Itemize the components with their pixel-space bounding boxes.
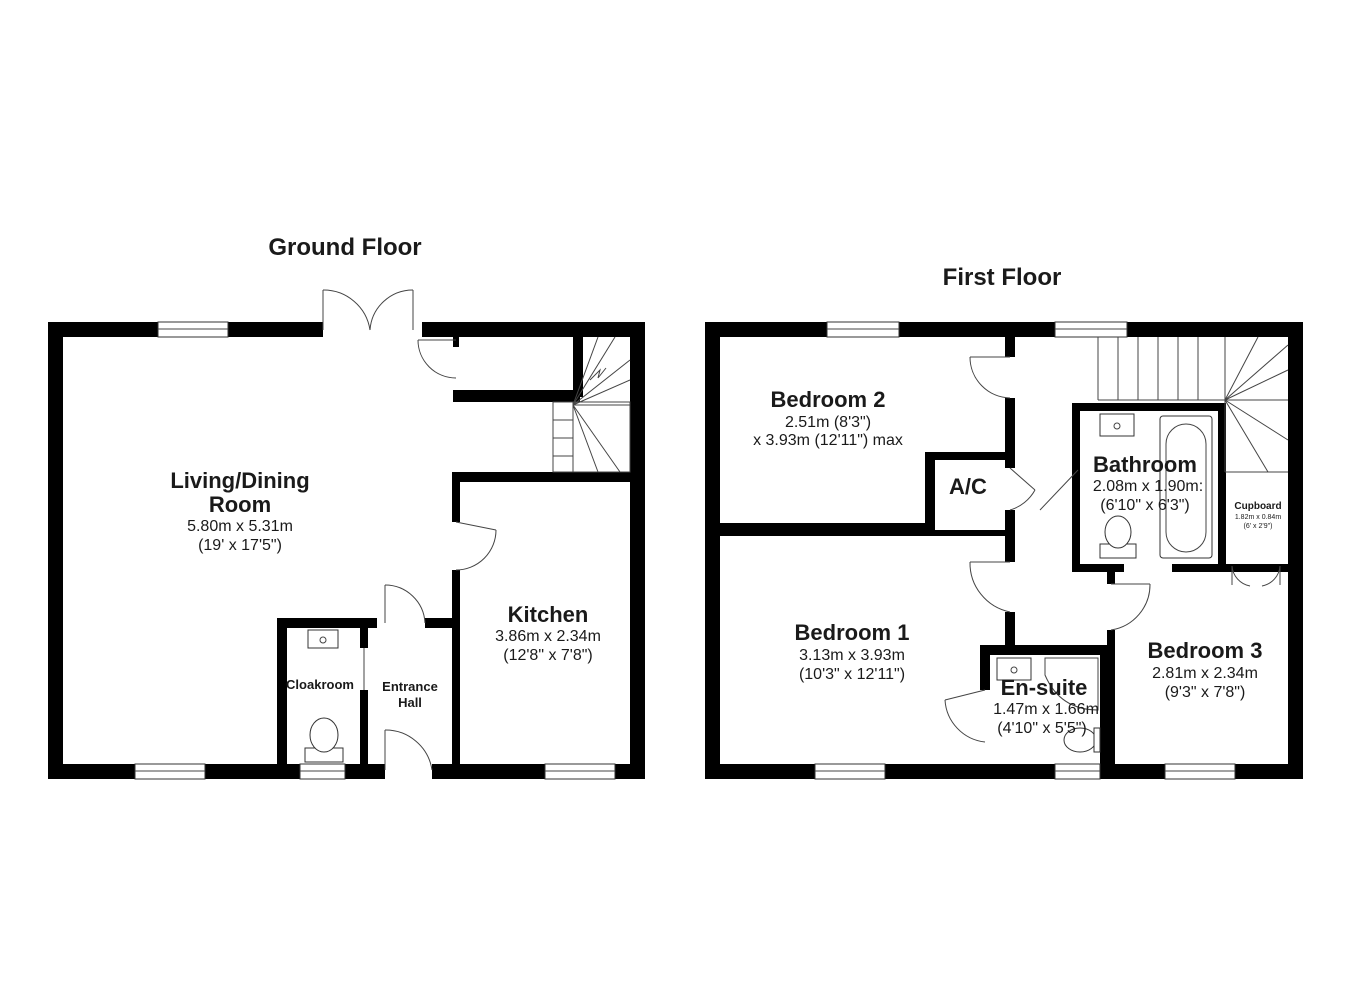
ensuite-name: En-suite	[1001, 675, 1088, 700]
cupboard-name: Cupboard	[1234, 501, 1281, 512]
bedroom-1-metric: 3.13m x 3.93m	[799, 647, 905, 664]
bathroom-name: Bathroom	[1093, 452, 1197, 477]
ensuite-fixtures	[996, 657, 1101, 753]
bedroom-3-name: Bedroom 3	[1148, 638, 1263, 663]
bedroom-3-label: Bedroom 3 2.81m x 2.34m (9'3" x 7'8")	[1148, 638, 1263, 701]
first-floor-plan: First Floor	[705, 264, 1303, 780]
bedroom-3-imperial: (9'3" x 7'8")	[1165, 684, 1246, 701]
living-dining-room-name-2: Room	[209, 492, 271, 517]
kitchen-metric: 3.86m x 2.34m	[495, 628, 601, 645]
cloakroom-name: Cloakroom	[286, 677, 354, 692]
ac-name: A/C	[949, 474, 987, 499]
cupboard-metric: 1.82m x 0.84m	[1235, 514, 1281, 521]
kitchen-name: Kitchen	[508, 602, 589, 627]
bedroom-1-name: Bedroom 1	[795, 620, 910, 645]
bedroom-2-name: Bedroom 2	[771, 387, 886, 412]
ensuite-metric: 1.47m x 1.66m	[993, 701, 1099, 718]
kitchen-label: Kitchen 3.86m x 2.34m (12'8" x 7'8")	[495, 602, 601, 664]
ensuite-imperial: (4'10" x 5'5")	[997, 720, 1087, 737]
bedroom-2-line-1: 2.51m (8'3")	[785, 414, 871, 431]
first-floor-windows	[814, 321, 1236, 780]
cupboard-imperial: (6' x 2'9")	[1244, 523, 1273, 530]
living-dining-room-name: Living/Dining	[170, 468, 309, 493]
bedroom-2-label: Bedroom 2 2.51m (8'3") x 3.93m (12'11") …	[753, 387, 903, 449]
living-dining-room-label: Living/Dining Room 5.80m x 5.31m (19' x …	[170, 468, 309, 554]
living-dining-room-metric: 5.80m x 5.31m	[187, 518, 293, 535]
entrance-hall-name: Entrance	[382, 679, 438, 694]
bedroom-1-label: Bedroom 1 3.13m x 3.93m (10'3" x 12'11")	[795, 620, 910, 683]
ground-floor-plan: Ground Floor	[48, 234, 645, 780]
ground-floor-title: Ground Floor	[268, 234, 421, 261]
ground-floor-stairs	[552, 336, 631, 473]
bathroom-label: Bathroom 2.08m x 1.90m: (6'10" x 6'3")	[1093, 452, 1203, 514]
first-floor-stairs	[1097, 336, 1289, 473]
ensuite-label: En-suite 1.47m x 1.66m (4'10" x 5'5")	[993, 675, 1099, 737]
first-floor-title: First Floor	[943, 264, 1062, 291]
entrance-hall-name-2: Hall	[398, 695, 422, 710]
cloakroom-fixtures	[304, 629, 344, 763]
first-floor-inner-walls	[720, 337, 1288, 770]
bedroom-3-metric: 2.81m x 2.34m	[1152, 665, 1258, 682]
ground-floor-windows	[134, 321, 616, 780]
bathroom-imperial: (6'10" x 6'3")	[1100, 497, 1190, 514]
cupboard-label: Cupboard 1.82m x 0.84m (6' x 2'9")	[1234, 501, 1281, 530]
first-floor-doors	[944, 356, 1281, 743]
living-dining-room-imperial: (19' x 17'5")	[198, 537, 282, 554]
bathroom-metric: 2.08m x 1.90m:	[1093, 478, 1203, 495]
entrance-hall-label: Entrance Hall	[382, 679, 438, 710]
bedroom-2-line-2: x 3.93m (12'11") max	[753, 432, 903, 449]
ground-floor-doors	[322, 289, 497, 771]
bedroom-1-imperial: (10'3" x 12'11")	[799, 666, 905, 683]
ground-floor-inner-walls	[277, 337, 645, 768]
bathroom-fixtures	[1099, 413, 1213, 559]
kitchen-imperial: (12'8" x 7'8")	[503, 647, 593, 664]
